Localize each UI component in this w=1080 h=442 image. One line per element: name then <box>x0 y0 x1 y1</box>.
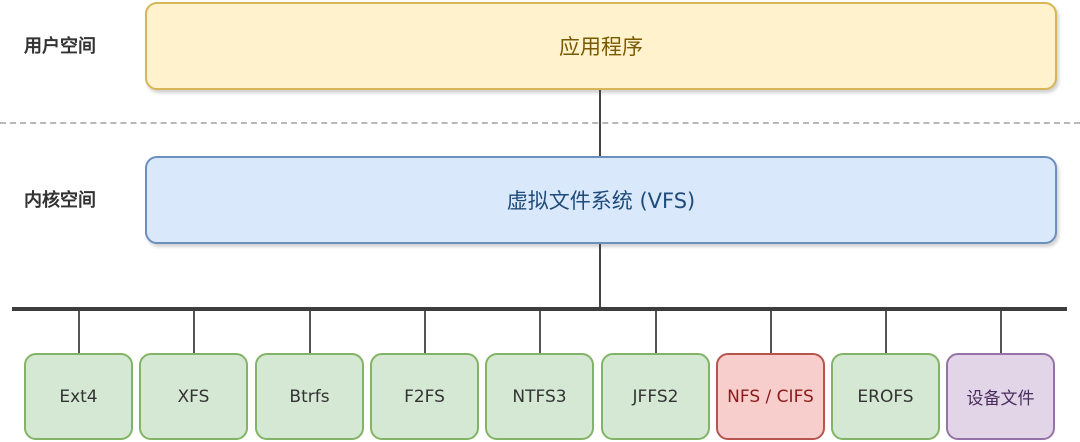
filesystem-box: JFFS2 <box>601 353 710 440</box>
filesystem-drop-line <box>770 311 772 353</box>
filesystem-box: Ext4 <box>24 353 133 440</box>
filesystem-box: NFS / CIFS <box>716 353 825 440</box>
filesystem-label: Btrfs <box>289 386 330 407</box>
filesystem-box: Btrfs <box>255 353 364 440</box>
filesystem-drop-line <box>309 311 311 353</box>
filesystem-label: XFS <box>177 386 210 407</box>
filesystem-box: EROFS <box>831 353 940 440</box>
filesystem-label: NFS / CIFS <box>727 386 814 407</box>
vfs-box: 虚拟文件系统 (VFS) <box>145 156 1057 244</box>
filesystem-label: NTFS3 <box>512 386 567 407</box>
filesystem-box: XFS <box>139 353 248 440</box>
filesystem-drop-line <box>424 311 426 353</box>
filesystem-label: EROFS <box>857 386 914 407</box>
filesystem-bus <box>12 307 1067 311</box>
filesystem-drop-line <box>885 311 887 353</box>
filesystem-label: F2FS <box>404 386 445 407</box>
application-box: 应用程序 <box>145 2 1057 90</box>
vfs-label: 虚拟文件系统 (VFS) <box>506 189 696 213</box>
filesystem-box: 设备文件 <box>946 353 1055 440</box>
vfs-to-bus-connector <box>599 244 601 308</box>
kernel-space-label: 内核空间 <box>24 190 96 211</box>
user-kernel-divider <box>0 122 1080 124</box>
application-label: 应用程序 <box>559 35 643 59</box>
filesystem-label: JFFS2 <box>632 386 679 407</box>
filesystem-box: NTFS3 <box>485 353 594 440</box>
filesystem-label: Ext4 <box>59 386 98 407</box>
app-to-vfs-connector <box>599 90 601 156</box>
filesystem-label: 设备文件 <box>966 389 1035 409</box>
filesystem-drop-line <box>655 311 657 353</box>
filesystem-drop-line <box>193 311 195 353</box>
user-space-label: 用户空间 <box>24 36 96 57</box>
filesystem-drop-line <box>78 311 80 353</box>
filesystem-drop-line <box>539 311 541 353</box>
filesystem-box: F2FS <box>370 353 479 440</box>
filesystem-drop-line <box>1000 311 1002 353</box>
